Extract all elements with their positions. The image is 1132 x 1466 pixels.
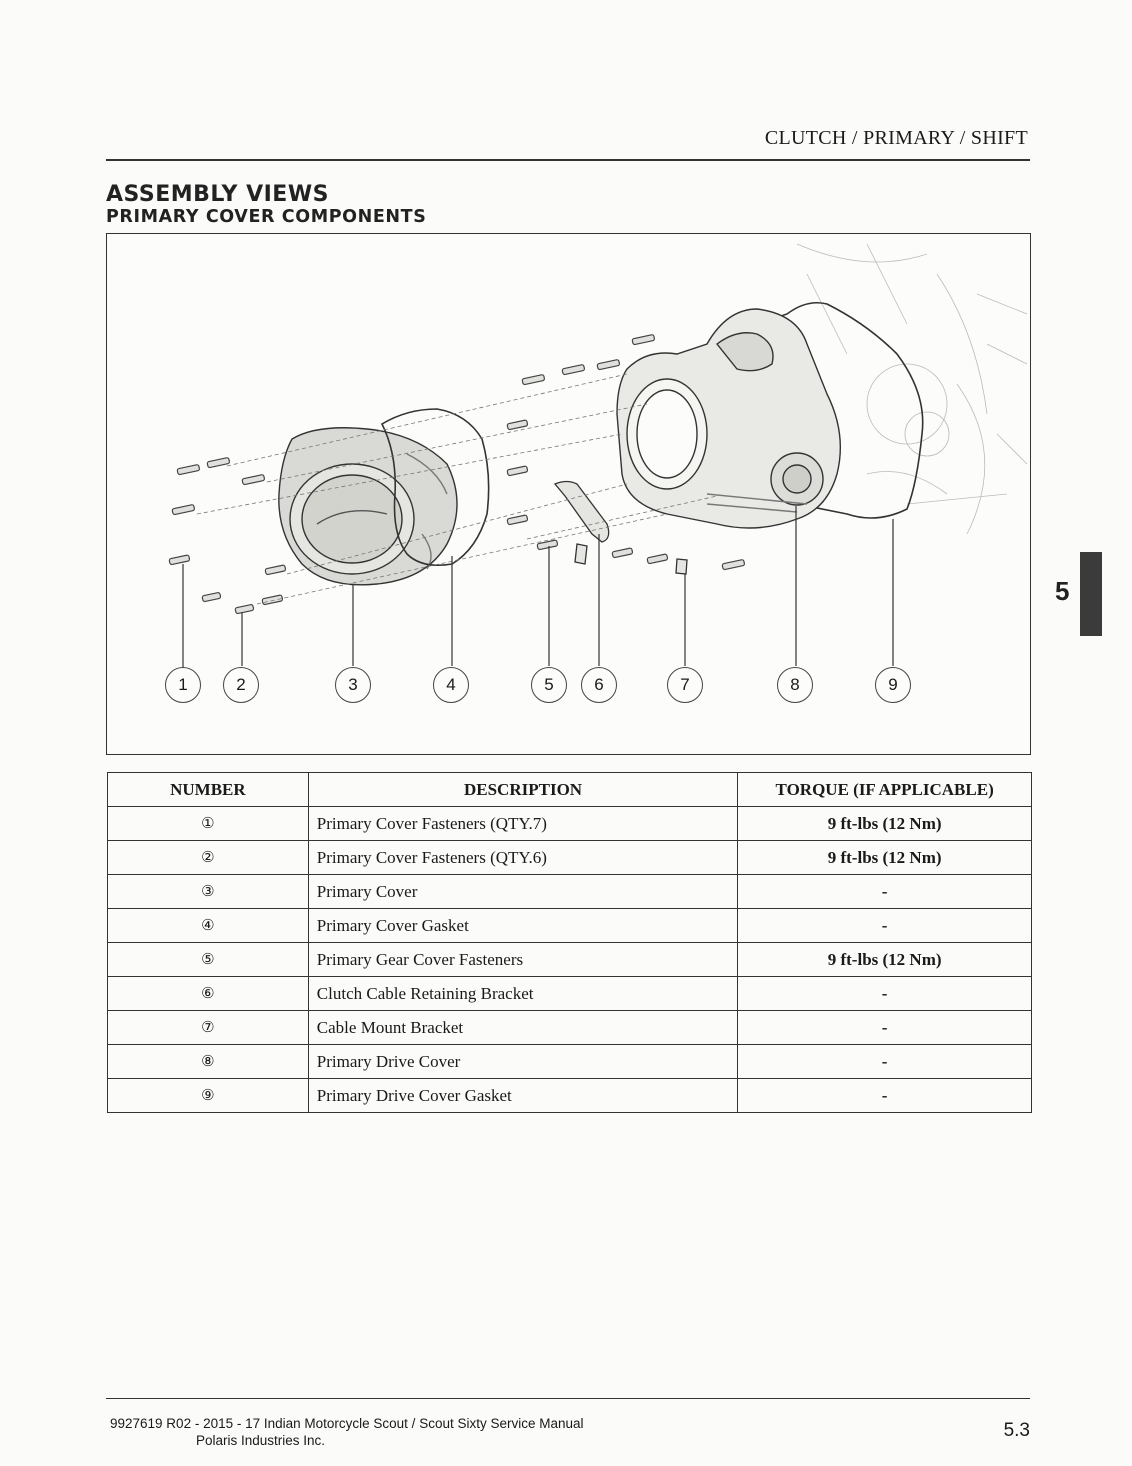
row-number: ①	[107, 806, 309, 841]
callout-2: 2	[223, 667, 259, 703]
table-row: ⑤ Primary Gear Cover Fasteners 9 ft-lbs …	[107, 942, 1032, 977]
row-description: Clutch Cable Retaining Bracket	[307, 976, 739, 1011]
row-torque: -	[737, 1044, 1032, 1079]
exploded-view-figure: 1 2 3 4 5 6 7 8 9	[106, 233, 1031, 755]
footer-manual-title: 9927619 R02 - 2015 - 17 Indian Motorcycl…	[110, 1416, 584, 1431]
section-subtitle: PRIMARY COVER COMPONENTS	[106, 207, 427, 227]
row-description: Primary Cover Gasket	[307, 908, 739, 943]
row-torque: -	[737, 874, 1032, 909]
callout-9: 9	[875, 667, 911, 703]
row-torque: 9 ft-lbs (12 Nm)	[737, 806, 1032, 841]
row-description: Cable Mount Bracket	[307, 1010, 739, 1045]
row-torque: 9 ft-lbs (12 Nm)	[737, 942, 1032, 977]
chapter-number: 5	[1055, 576, 1070, 606]
table-row: ⑨ Primary Drive Cover Gasket -	[107, 1078, 1032, 1113]
row-description: Primary Drive Cover	[307, 1044, 739, 1079]
table-row: ⑧ Primary Drive Cover -	[107, 1044, 1032, 1079]
primary-drive-cover	[616, 308, 841, 529]
header-divider	[106, 159, 1030, 161]
row-number: ⑧	[107, 1044, 309, 1079]
table-row: ③ Primary Cover -	[107, 874, 1032, 909]
table-row: ④ Primary Cover Gasket -	[107, 908, 1032, 943]
row-torque: -	[737, 908, 1032, 943]
callout-1: 1	[165, 667, 201, 703]
primary-cover-gasket	[380, 408, 490, 567]
page-number: 5.3	[1003, 1420, 1030, 1441]
row-description: Primary Cover Fasteners (QTY.6)	[307, 840, 739, 875]
row-torque: -	[737, 976, 1032, 1011]
callout-6: 6	[581, 667, 617, 703]
parts-table: NUMBER DESCRIPTION TORQUE (IF APPLICABLE…	[107, 772, 1032, 1113]
table-row: ① Primary Cover Fasteners (QTY.7) 9 ft-l…	[107, 806, 1032, 841]
callout-3: 3	[335, 667, 371, 703]
row-description: Primary Cover Fasteners (QTY.7)	[307, 806, 739, 841]
row-number: ⑨	[107, 1078, 309, 1113]
table-row: ⑥ Clutch Cable Retaining Bracket -	[107, 976, 1032, 1011]
table-row: ⑦ Cable Mount Bracket -	[107, 1010, 1032, 1045]
row-torque: 9 ft-lbs (12 Nm)	[737, 840, 1032, 875]
row-torque: -	[737, 1010, 1032, 1045]
row-torque: -	[737, 1078, 1032, 1113]
callout-7: 7	[667, 667, 703, 703]
primary-cover	[278, 427, 458, 586]
chapter-tab-marker	[1080, 552, 1102, 636]
callout-4: 4	[433, 667, 469, 703]
fasteners	[168, 334, 745, 615]
row-description: Primary Drive Cover Gasket	[307, 1078, 739, 1113]
row-number: ②	[107, 840, 309, 875]
section-title: ASSEMBLY VIEWS	[106, 182, 329, 207]
column-header-description: DESCRIPTION	[307, 772, 739, 807]
chapter-header-title: CLUTCH / PRIMARY / SHIFT	[764, 127, 1028, 149]
row-number: ④	[107, 908, 309, 943]
row-number: ⑥	[107, 976, 309, 1011]
callout-8: 8	[777, 667, 813, 703]
row-description: Primary Cover	[307, 874, 739, 909]
callout-leader-lines	[182, 506, 894, 669]
primary-cover-illustration	[168, 243, 1028, 669]
cable-mount-bracket	[574, 543, 588, 565]
row-number: ③	[107, 874, 309, 909]
column-header-number: NUMBER	[107, 772, 309, 807]
assembly-guide-lines	[196, 373, 718, 605]
row-number: ⑤	[107, 942, 309, 977]
table-row: ② Primary Cover Fasteners (QTY.6) 9 ft-l…	[107, 840, 1032, 875]
clutch-cable-retaining-bracket	[553, 480, 610, 543]
footer-copyright: Polaris Industries Inc.	[196, 1433, 326, 1448]
footer-manual-info: 9927619 R02 - 2015 - 17 Indian Motorcycl…	[110, 1415, 584, 1449]
callout-5: 5	[531, 667, 567, 703]
table-header-row: NUMBER DESCRIPTION TORQUE (IF APPLICABLE…	[107, 772, 1032, 807]
engine-background-sketch	[796, 243, 1028, 535]
column-header-torque: TORQUE (IF APPLICABLE)	[737, 772, 1032, 807]
footer-divider	[106, 1398, 1030, 1399]
row-number: ⑦	[107, 1010, 309, 1045]
row-description: Primary Gear Cover Fasteners	[307, 942, 739, 977]
